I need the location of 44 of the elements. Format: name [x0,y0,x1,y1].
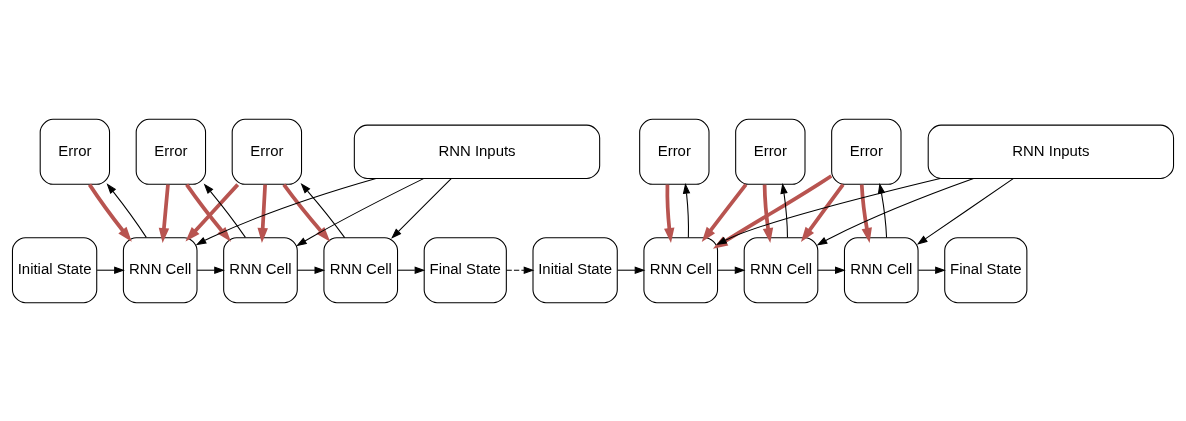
arrow [916,177,1014,245]
node-box: RNN Inputs [353,124,601,179]
arrow [816,177,975,246]
arrow [185,183,231,242]
node-box: Error [135,118,207,185]
arrow [87,183,132,242]
arrow [195,177,377,245]
arrow [800,183,845,242]
arrow [712,173,833,249]
node-box: Initial State [532,236,618,303]
arrow [664,184,675,243]
arrow [106,182,147,238]
node-box: RNN Cell [223,236,298,303]
node-box: RNN Cell [643,236,719,303]
node-box: RNN Cell [843,236,919,303]
arrow [762,184,774,243]
node-box: RNN Cell [122,236,198,303]
node-box: Final State [423,236,507,303]
arrow [300,182,346,238]
node-box: Error [231,118,303,185]
node-box: RNN Cell [323,236,399,303]
arrow [158,183,170,243]
arrow [282,183,331,242]
arrow [859,184,872,243]
node-box: Error [639,118,710,185]
arrow [682,182,691,238]
arrow [203,182,246,238]
arrow [505,265,535,274]
arrow [257,184,268,243]
node-box: Error [39,118,111,185]
node-box: Error [831,118,902,185]
arrow [780,182,788,238]
arrow [397,265,426,274]
node-box: Initial State [11,236,98,303]
arrow [185,182,240,242]
arrow [917,265,946,274]
node-box: RNN Cell [743,236,819,303]
arrow [701,183,748,242]
arrow [716,177,941,245]
node-box: Final State [944,236,1028,303]
arrow [296,177,425,246]
node-box: Error [735,118,806,185]
node-box: RNN Inputs [927,124,1175,179]
arrow [391,177,452,239]
